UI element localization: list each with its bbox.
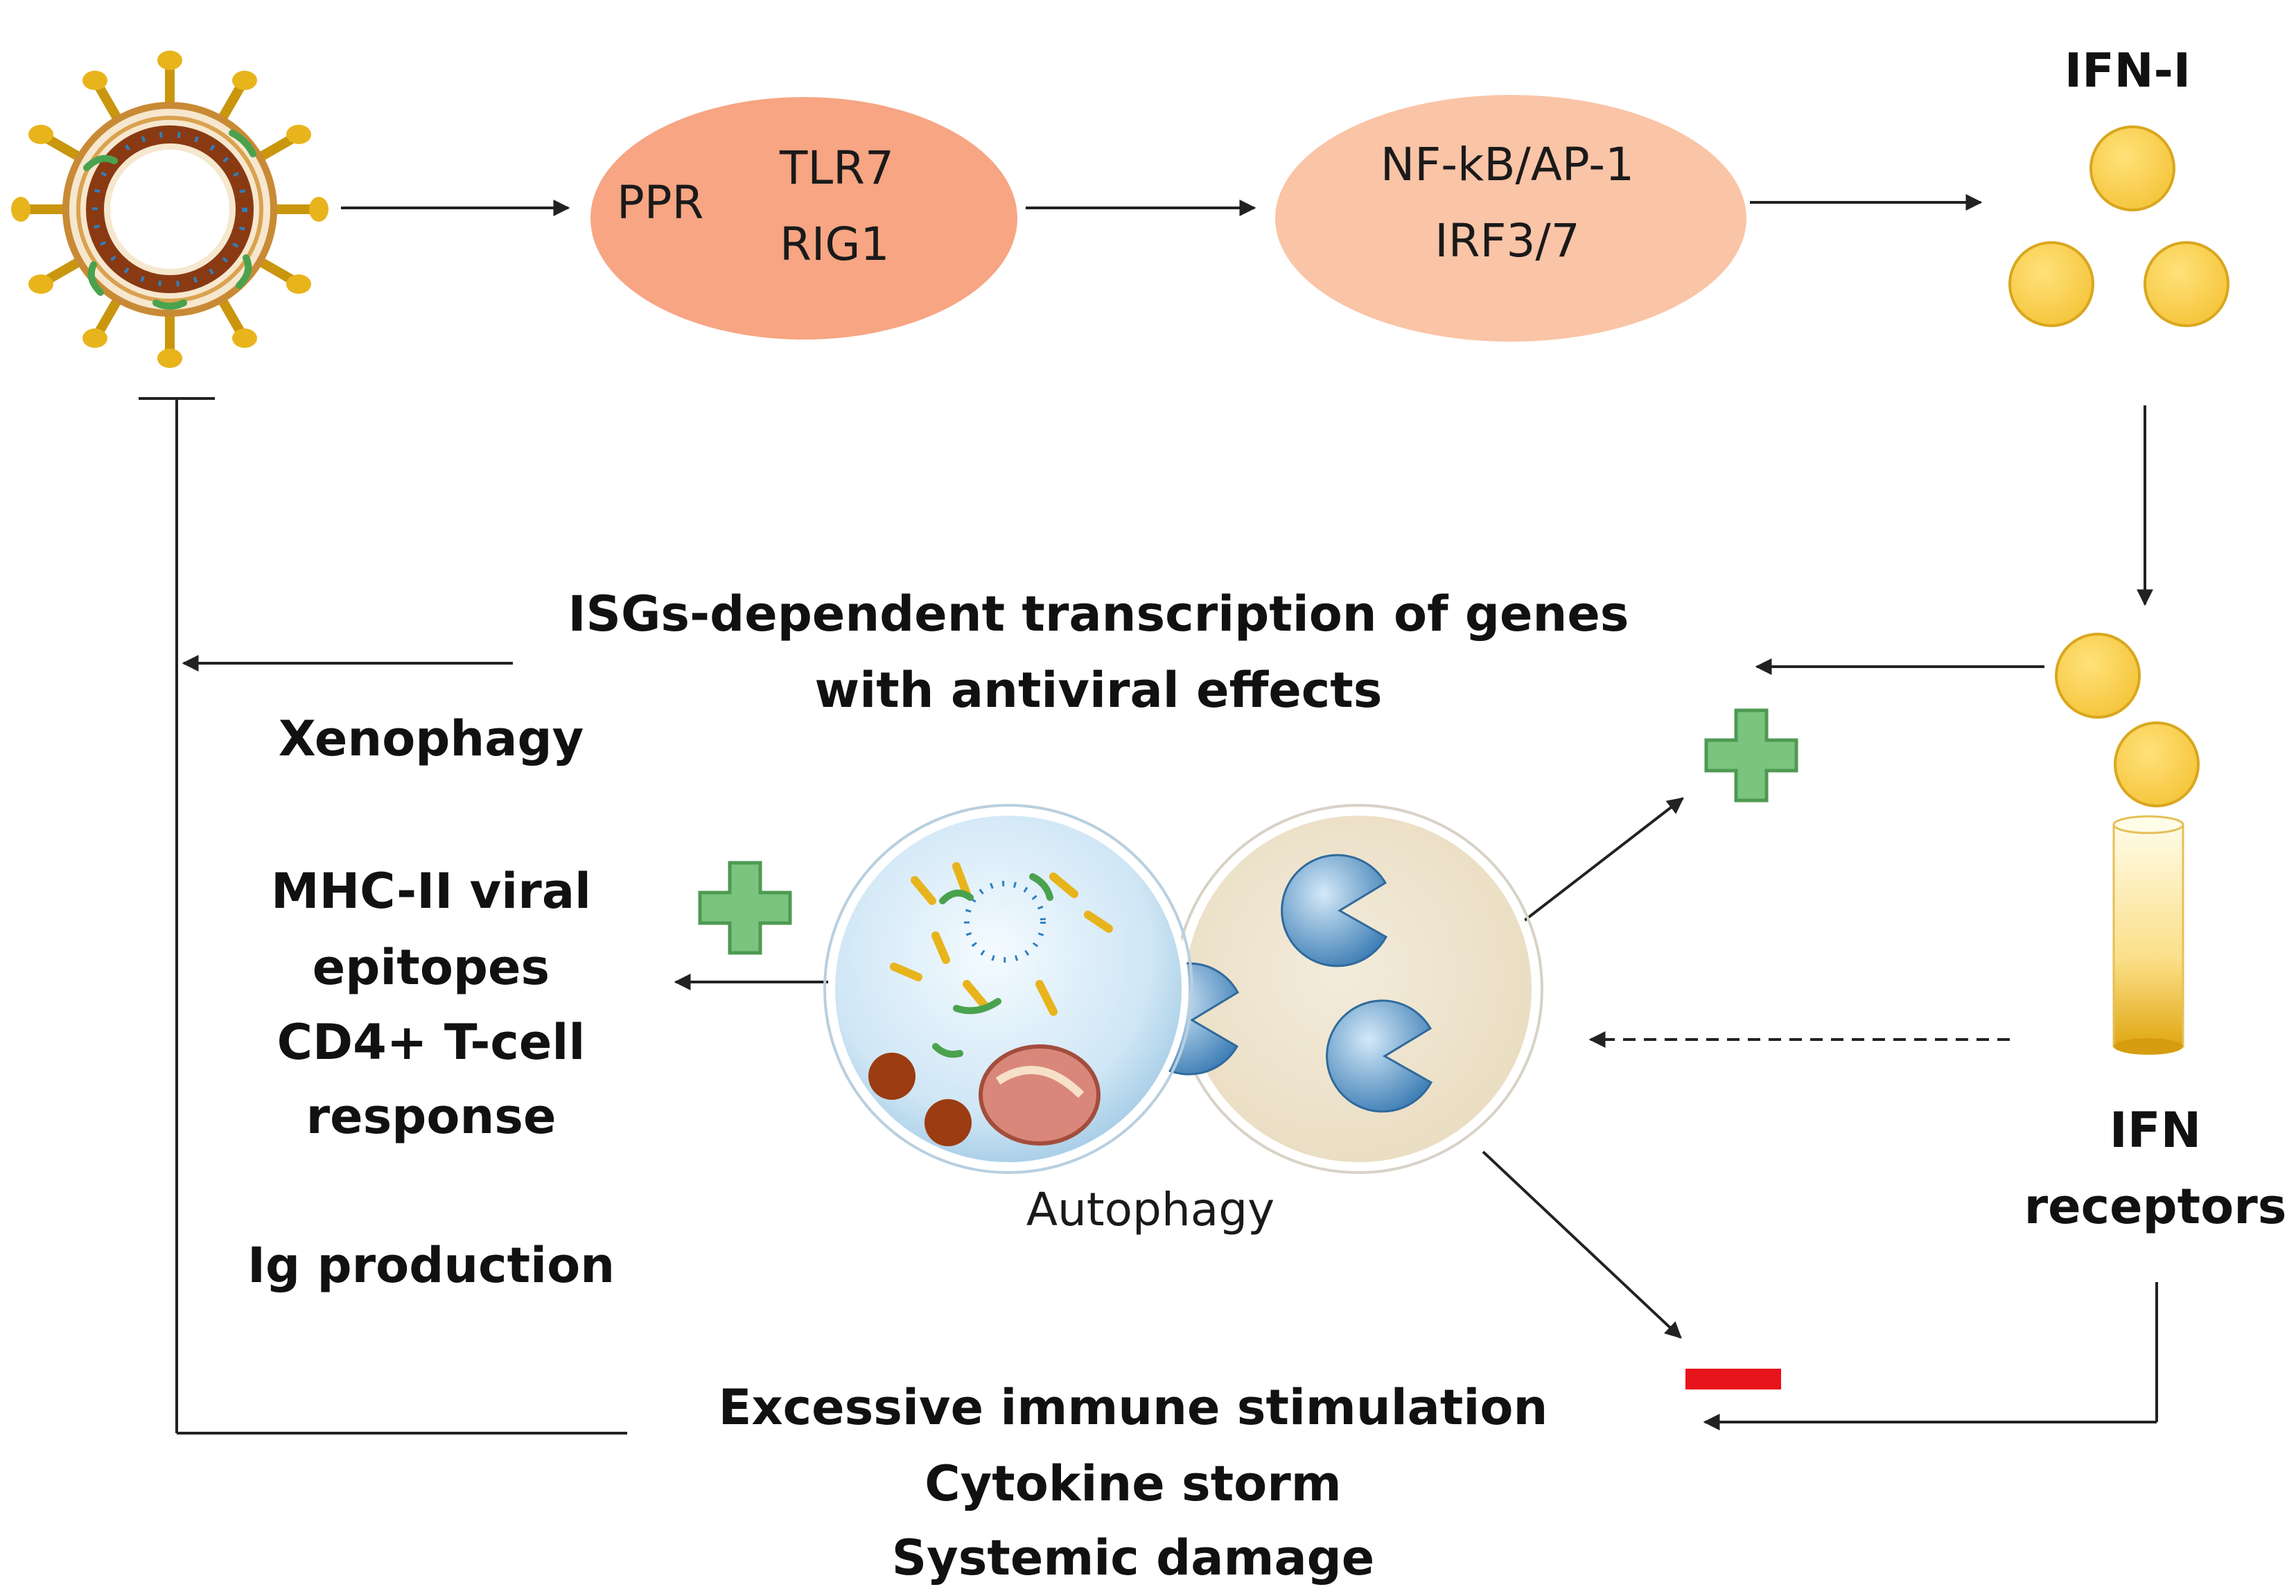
ifn-receptors-label-2: receptors — [2024, 1178, 2287, 1235]
lysosome-icon — [1132, 804, 1543, 1174]
receptor-tube-icon — [2055, 633, 2200, 1055]
middle-arrows — [182, 655, 2044, 1339]
inhibition-line — [139, 397, 627, 1435]
isg-label-line2: with antiviral effects — [815, 662, 1383, 719]
coronavirus-icon — [11, 51, 328, 368]
ppr-node: PPR TLR7 RIG1 — [590, 97, 1017, 340]
nfkb-label: NF-kB/AP-1 — [1381, 138, 1634, 191]
excessive-label-line1: Excessive immune stimulation — [719, 1379, 1548, 1436]
ifn-i-group: IFN-I — [2008, 44, 2229, 327]
ifn-receptors-label-1: IFN — [2110, 1102, 2201, 1159]
mhc-label-line4: response — [306, 1088, 557, 1145]
excessive-label-line3: Systemic damage — [892, 1529, 1375, 1586]
autophagy-label: Autophagy — [1026, 1183, 1274, 1236]
ppr-label: PPR — [617, 176, 703, 229]
rig1-label: RIG1 — [780, 218, 889, 271]
excessive-label-line2: Cytokine storm — [924, 1455, 1341, 1512]
top-flow-arrows — [341, 194, 2153, 606]
isg-label-line1: ISGs-dependent transcription of genes — [568, 586, 1629, 642]
ifn-i-label: IFN-I — [2065, 44, 2191, 98]
irf-label: IRF3/7 — [1435, 214, 1580, 268]
mhc-label-line2: epitopes — [313, 939, 550, 996]
tlr7-label: TLR7 — [779, 141, 894, 195]
plus-icon — [698, 861, 792, 955]
minus-icon — [1685, 1369, 1781, 1389]
nfkb-node: NF-kB/AP-1 IRF3/7 — [1275, 95, 1746, 342]
receptor-feedback-line — [1703, 1282, 2158, 1430]
mhc-label-line1: MHC-II viral — [271, 863, 591, 920]
xenophagy-label: Xenophagy — [279, 710, 584, 767]
ig-production-label: Ig production — [247, 1237, 615, 1294]
plus-icon — [1704, 708, 1798, 803]
autophagosome-icon — [823, 804, 1193, 1174]
mhc-label-line3: CD4+ T-cell — [277, 1014, 586, 1071]
